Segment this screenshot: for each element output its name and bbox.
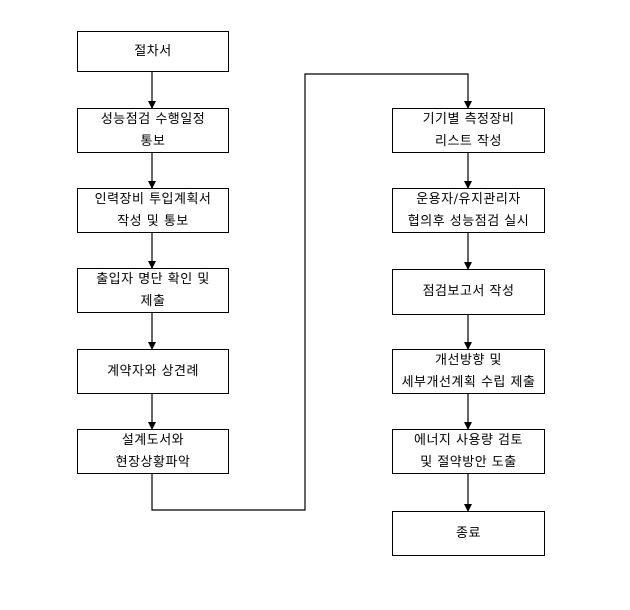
step-label: 설계도서와 현장상황파악 <box>115 432 191 470</box>
step-label: 점검보고서 작성 <box>422 284 515 299</box>
step-label: 종료 <box>456 525 481 541</box>
step-resource-plan: 인력장비 투입계획서 작성 및 통보 <box>77 188 229 233</box>
step-performance-check: 운용자/유지관리자 협의후 성능점검 실시 <box>392 188 545 233</box>
step-label: 성능점검 수행일정 통보 <box>100 111 206 149</box>
step-label: 인력장비 투입계획서 작성 및 통보 <box>94 191 212 229</box>
step-procedure: 절차서 <box>77 31 229 72</box>
step-label: 출입자 명단 확인 및 제출 <box>96 271 210 309</box>
step-label: 절차서 <box>134 43 172 59</box>
step-report: 점검보고서 작성 <box>392 269 545 315</box>
step-improvement-plan: 개선방향 및 세부개선계획 수립 제출 <box>392 349 545 394</box>
step-visitor-list: 출입자 명단 확인 및 제출 <box>77 268 229 313</box>
step-energy-review: 에너지 사용량 검토 및 절약방안 도출 <box>392 429 545 474</box>
step-label: 기기별 측정장비 리스트 작성 <box>422 111 515 149</box>
step-label: 계약자와 상견례 <box>107 363 199 379</box>
step-label: 운용자/유지관리자 협의후 성능점검 실시 <box>407 191 530 229</box>
step-label: 에너지 사용량 검토 및 절약방안 도출 <box>414 432 523 470</box>
connector-left-to-right <box>151 73 472 511</box>
step-equipment-list: 기기별 측정장비 리스트 작성 <box>392 108 545 153</box>
step-site-survey: 설계도서와 현장상황파악 <box>77 429 229 474</box>
step-schedule-notice: 성능점검 수행일정 통보 <box>77 108 229 153</box>
step-end: 종료 <box>392 511 545 556</box>
step-contractor-meeting: 계약자와 상견례 <box>77 349 229 394</box>
step-label: 개선방향 및 세부개선계획 수립 제출 <box>401 352 536 390</box>
